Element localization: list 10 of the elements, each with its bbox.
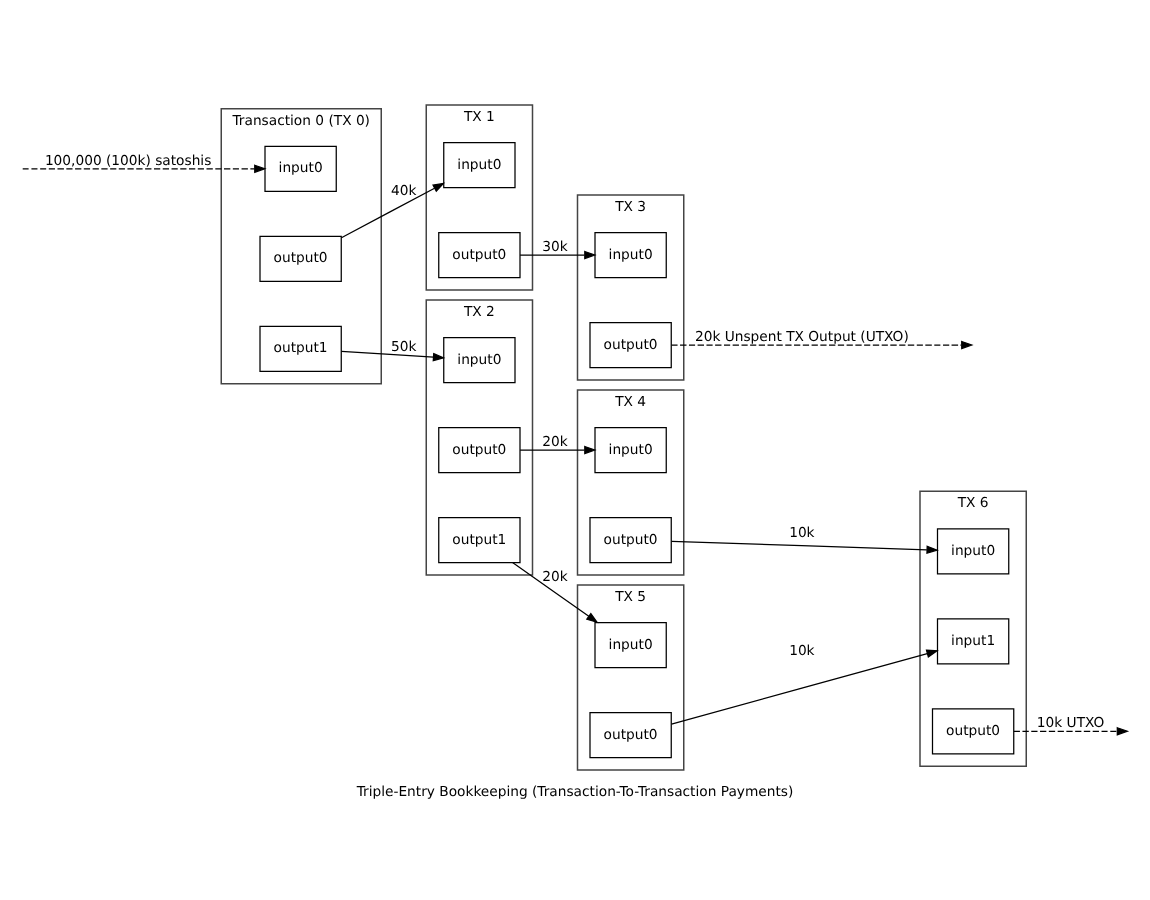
arrow bbox=[340, 182, 446, 239]
arrow bbox=[511, 561, 599, 624]
arrow bbox=[670, 540, 939, 555]
arrow bbox=[340, 350, 446, 362]
arrow bbox=[22, 164, 267, 174]
arrow bbox=[670, 649, 939, 725]
arrow bbox=[519, 445, 597, 455]
arrow bbox=[670, 340, 974, 350]
arrow bbox=[1013, 726, 1130, 736]
arrow bbox=[519, 250, 597, 260]
